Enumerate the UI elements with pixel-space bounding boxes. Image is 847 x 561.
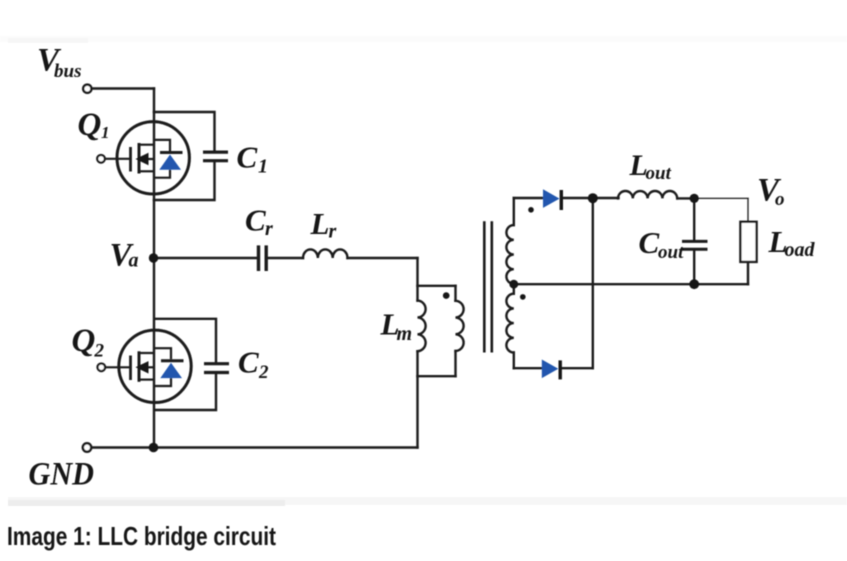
svg-text:Image 1: LLC bridge circuit: Image 1: LLC bridge circuit [7,521,276,551]
svg-text:L: L [310,206,330,241]
svg-text:L: L [380,307,400,342]
svg-text:1: 1 [101,123,110,142]
svg-text:C: C [238,344,259,379]
svg-text:Q: Q [78,107,102,143]
svg-text:2: 2 [258,362,269,383]
svg-text:o: o [775,189,785,210]
svg-text:Q: Q [72,323,96,359]
svg-text:2: 2 [94,341,105,362]
svg-text:C: C [245,203,266,238]
svg-text:oad: oad [785,239,816,261]
svg-text:out: out [646,163,672,184]
svg-text:GND: GND [29,457,95,493]
svg-text:L: L [629,149,648,182]
svg-text:C: C [639,225,660,260]
svg-text:1: 1 [258,156,268,178]
svg-text:r: r [265,218,273,240]
svg-text:V: V [37,43,62,79]
svg-text:r: r [329,220,337,242]
svg-text:bus: bus [54,61,81,82]
svg-text:L: L [768,224,788,259]
svg-text:V: V [110,237,135,273]
svg-text:V: V [757,173,782,209]
svg-text:out: out [658,242,684,263]
svg-text:C: C [237,139,258,174]
svg-text:a: a [129,250,139,272]
svg-text:m: m [397,323,413,345]
